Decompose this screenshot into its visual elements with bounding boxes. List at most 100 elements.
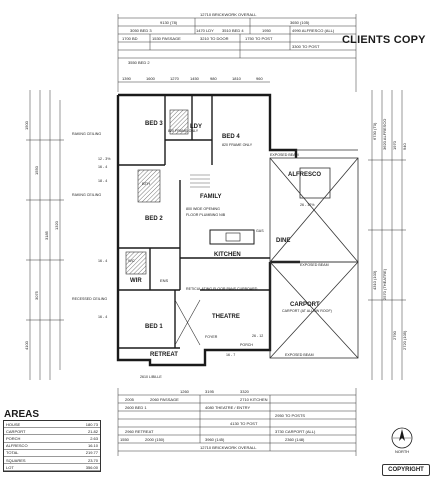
copyright-badge: COPYRIGHT <box>382 464 430 476</box>
room-labels: BED 3 LDY BED 4 BED 2 FAMILY ALFRESCO DI… <box>128 121 321 358</box>
note-recessed: RECESSED CEILING <box>72 297 107 301</box>
note-retreat-floor: 2610 L/BILLE <box>140 375 162 379</box>
dim-left-2: 1550 <box>34 165 39 175</box>
dim-row2-2: 1600 <box>146 76 156 81</box>
room-family: FAMILY <box>200 194 221 200</box>
note-raking-1: RAKING CEILING <box>72 132 101 136</box>
dim-right-6: 2570 (THEATRE) <box>382 268 387 300</box>
kitchen-island <box>209 229 255 245</box>
areas-label: TOTAL <box>6 450 19 456</box>
dim-row2-4: 1450 <box>190 76 200 81</box>
north-compass-icon <box>391 427 413 449</box>
note-height-3: 16 - 4 <box>98 259 107 263</box>
dim-row-2: 1390 1600 1270 1450 980 1810 960 <box>122 76 263 81</box>
dim-bottom-1550: 1550 <box>120 437 130 442</box>
entry-diagonals <box>174 299 201 346</box>
dim-bottom-2000: 2000 (150) <box>145 437 165 442</box>
note-gas: GAS <box>256 229 264 233</box>
dim-row2-3: 1270 <box>170 76 180 81</box>
dim-right-4: 940 <box>402 143 407 150</box>
room-bed2: BED 2 <box>145 216 163 222</box>
dim-bottom-kitchen: 2710 KITCHEN <box>240 397 268 402</box>
note-height-2: 18 - 4 <box>98 179 107 183</box>
areas-title: AREAS <box>4 409 40 420</box>
dim-top-3650: 3650 (105) <box>290 20 310 25</box>
areas-row: SQUARES 23.70 <box>4 457 100 465</box>
room-theatre: THEATRE <box>212 314 240 320</box>
laundry-hatch <box>169 109 189 135</box>
areas-value: 180.73 <box>85 421 98 427</box>
dim-bottom-to-post: 4130 TO POST <box>230 421 258 426</box>
areas-value: 356.00 <box>85 464 98 470</box>
areas-label: SQUARES <box>6 457 26 463</box>
note-height-5: 12 - 3% <box>98 157 111 161</box>
dim-right-7: 2790 <box>392 330 397 340</box>
note-carport: CARPORT (AT ALLOW ROOF) <box>282 309 332 313</box>
note-exposed-1: EXPOSED BEAM <box>270 153 299 157</box>
note-exposed-2: EXPOSED BEAM <box>300 263 329 267</box>
areas-row: LOT 356.00 <box>4 464 100 472</box>
dim-top-to-door: 3210 TO DOOR <box>200 36 229 41</box>
dim-bottom-2360: 2360 (148) <box>285 437 305 442</box>
room-ens: ENS <box>160 278 169 283</box>
dim-left-labels: 1500 1550 3185 1320 3075 4100 <box>24 120 59 350</box>
areas-value: 2.63 <box>90 435 98 441</box>
room-wir: WIR <box>130 278 142 284</box>
note-height-7: 16 - 7 <box>226 353 235 357</box>
dim-left-1: 1500 <box>24 120 29 130</box>
dim-bottom-carport: 3730 CARPORT (ALL) <box>275 429 316 434</box>
cooktop <box>225 232 241 242</box>
note-foyer: FOYER <box>205 335 218 339</box>
note-height-1: 16 - 4 <box>98 165 107 169</box>
note-theatre: RETICULATING FLOOR PANS CUPBOARD <box>186 287 258 291</box>
room-wc: WC <box>128 258 135 263</box>
dim-row2-7: 960 <box>256 76 263 81</box>
dim-bottom-3320: 3320 <box>240 389 250 394</box>
room-alfresco: ALFRESCO <box>288 172 321 178</box>
note-porch: PORCH <box>240 343 253 347</box>
dim-left-4: 1320 <box>54 220 59 230</box>
dim-bottom-2005: 2005 <box>125 397 135 402</box>
dim-right-2: 3620 ALFRESCO <box>382 119 387 150</box>
family-stairs <box>190 174 210 188</box>
dim-top-overall: 12710 BRICKWORK OVERALL <box>200 12 257 17</box>
areas-value: 16.10 <box>87 443 98 449</box>
dim-top-passage: 1530 PASSAGE <box>152 36 181 41</box>
note-family-plumbing: FLOOR PLUMBING NIB <box>186 213 226 217</box>
dim-right-3: 1970 <box>392 140 397 150</box>
areas-label: LOT <box>6 464 14 470</box>
dim-right-1: 6730 (T0) <box>372 122 377 140</box>
note-raking-2: RAKING CEILING <box>72 193 101 197</box>
dim-bottom-retreat: 2960 RETREAT <box>125 429 154 434</box>
dim-bottom-overall: 12710 BRICKWORK OVERALL <box>200 445 257 450</box>
dim-bottom-3960: 3960 (145) <box>205 437 225 442</box>
dim-bottom-bed1: 2600 BED 1 <box>125 405 147 410</box>
room-bed3: BED 3 <box>145 121 163 127</box>
room-dine: DINE <box>276 238 290 244</box>
dim-top-bd: 1700 BD <box>122 36 138 41</box>
dim-top-bed2: 3550 BED 2 <box>128 60 150 65</box>
dim-top-9130: 9130 (78) <box>160 20 178 25</box>
areas-value: 23.70 <box>87 457 98 463</box>
dim-left-6: 4100 <box>24 340 29 350</box>
alfresco-slab <box>299 167 331 199</box>
room-carport: CARPORT <box>290 302 320 308</box>
dim-bottom-1260: 1260 <box>180 389 190 394</box>
dim-bottom-labels: 1260 3195 3320 2005 2060 PASSAGE 2600 BE… <box>120 389 316 450</box>
ensuite-hatch <box>137 169 161 203</box>
areas-value: 219.77 <box>85 450 98 456</box>
room-bed1: BED 1 <box>145 324 163 330</box>
clients-copy-stamp: CLIENTS COPY <box>342 34 426 46</box>
north-label: NORTH <box>395 449 410 454</box>
dim-right-5: 4310 (103) <box>372 270 377 290</box>
dim-top-bed3: 3050 BED 3 <box>130 28 152 33</box>
plan-notes: 820 FRAME ONLY 820 FRAME ONLY 800 WIDE O… <box>72 129 332 379</box>
bottom-dimension-lines <box>117 388 357 456</box>
note-height-6: 16 - 4 <box>98 315 107 319</box>
